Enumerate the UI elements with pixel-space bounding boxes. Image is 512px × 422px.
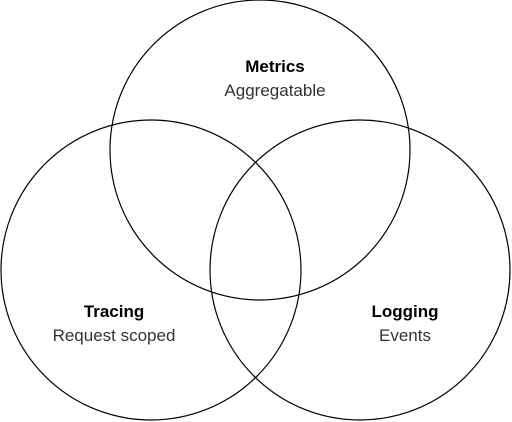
tracing-subtitle: Request scoped bbox=[53, 326, 176, 345]
metrics-title: Metrics bbox=[245, 57, 305, 76]
logging-circle bbox=[209, 119, 511, 421]
logging-title: Logging bbox=[371, 302, 438, 321]
logging-subtitle: Events bbox=[379, 326, 431, 345]
tracing-title: Tracing bbox=[84, 302, 144, 321]
tracing-circle bbox=[0, 119, 302, 421]
metrics-subtitle: Aggregatable bbox=[224, 81, 325, 100]
metrics-circle bbox=[109, 0, 411, 301]
